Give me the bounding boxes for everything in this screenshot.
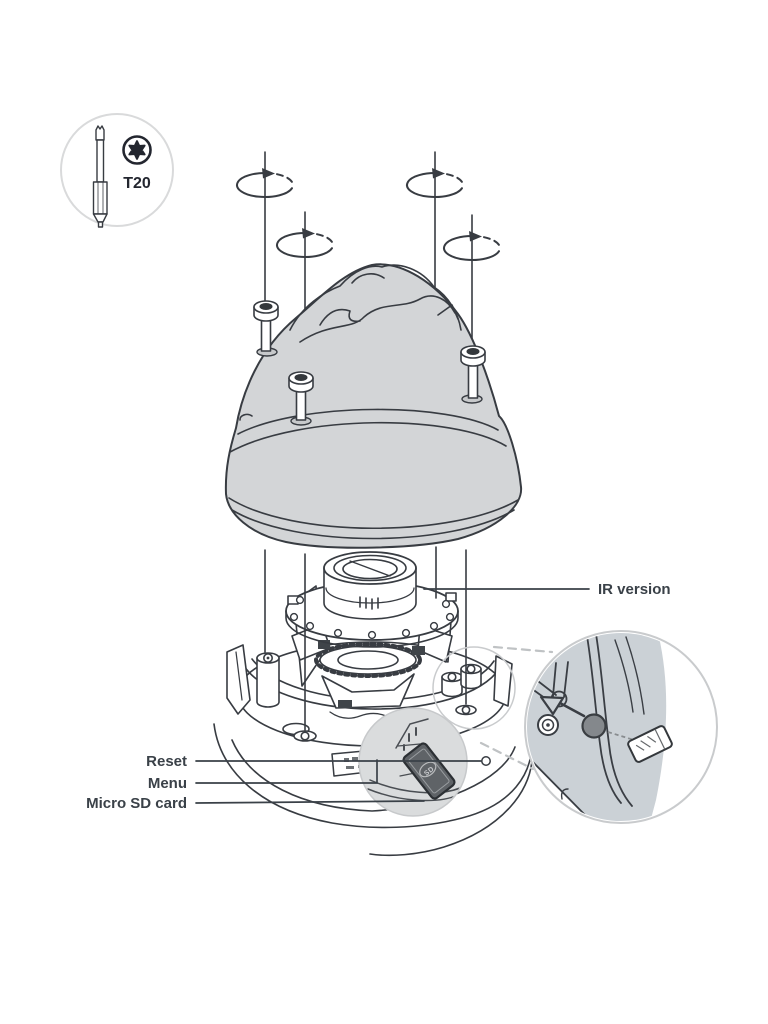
- screw-recess: [293, 730, 317, 742]
- dome-cover: [224, 263, 523, 549]
- lens-module: [323, 551, 417, 620]
- screw-tower: [441, 671, 463, 698]
- gear-ring: [314, 642, 422, 678]
- inset-detail-circle: [524, 630, 718, 824]
- mounting-plate-edge: [213, 723, 533, 829]
- protective-film: [289, 264, 462, 343]
- micro-sd-card: SD: [402, 742, 456, 800]
- sd-slot-hole: [581, 713, 607, 739]
- screw-highlight-circle: [432, 646, 516, 730]
- captive-screw: [460, 345, 486, 399]
- tool-badge: T20: [60, 113, 174, 228]
- screw-tower: [256, 652, 280, 708]
- torx-head-icon: [122, 135, 152, 165]
- captive-screw: [288, 371, 314, 421]
- captive-screw: [253, 300, 279, 352]
- t20-label: T20: [123, 175, 151, 192]
- callouts: IR version Reset Menu Micro SD card: [86, 581, 670, 812]
- screw-recess: [455, 704, 477, 716]
- inset-sd-card-icon: [627, 725, 673, 763]
- sd-logo-oval: [419, 761, 437, 778]
- menu-leader: [195, 759, 378, 784]
- tool-badge-circle: [60, 113, 174, 227]
- camera-internals: [213, 551, 534, 857]
- callout-ir-version: IR version: [598, 581, 671, 598]
- insertion-arrow-icon: [539, 695, 586, 718]
- insert-dashed-line: [607, 731, 635, 741]
- micro-sd-leader: [195, 800, 425, 804]
- callout-menu: Menu: [148, 775, 187, 792]
- torx-bit-icon: [92, 125, 108, 228]
- callout-micro-sd: Micro SD card: [86, 795, 187, 812]
- reset-knob: [481, 756, 491, 766]
- screw-tower: [460, 663, 482, 690]
- sd-card-highlight: SD: [358, 707, 468, 817]
- callout-reset: Reset: [146, 753, 187, 770]
- inset-connectors: [479, 645, 554, 771]
